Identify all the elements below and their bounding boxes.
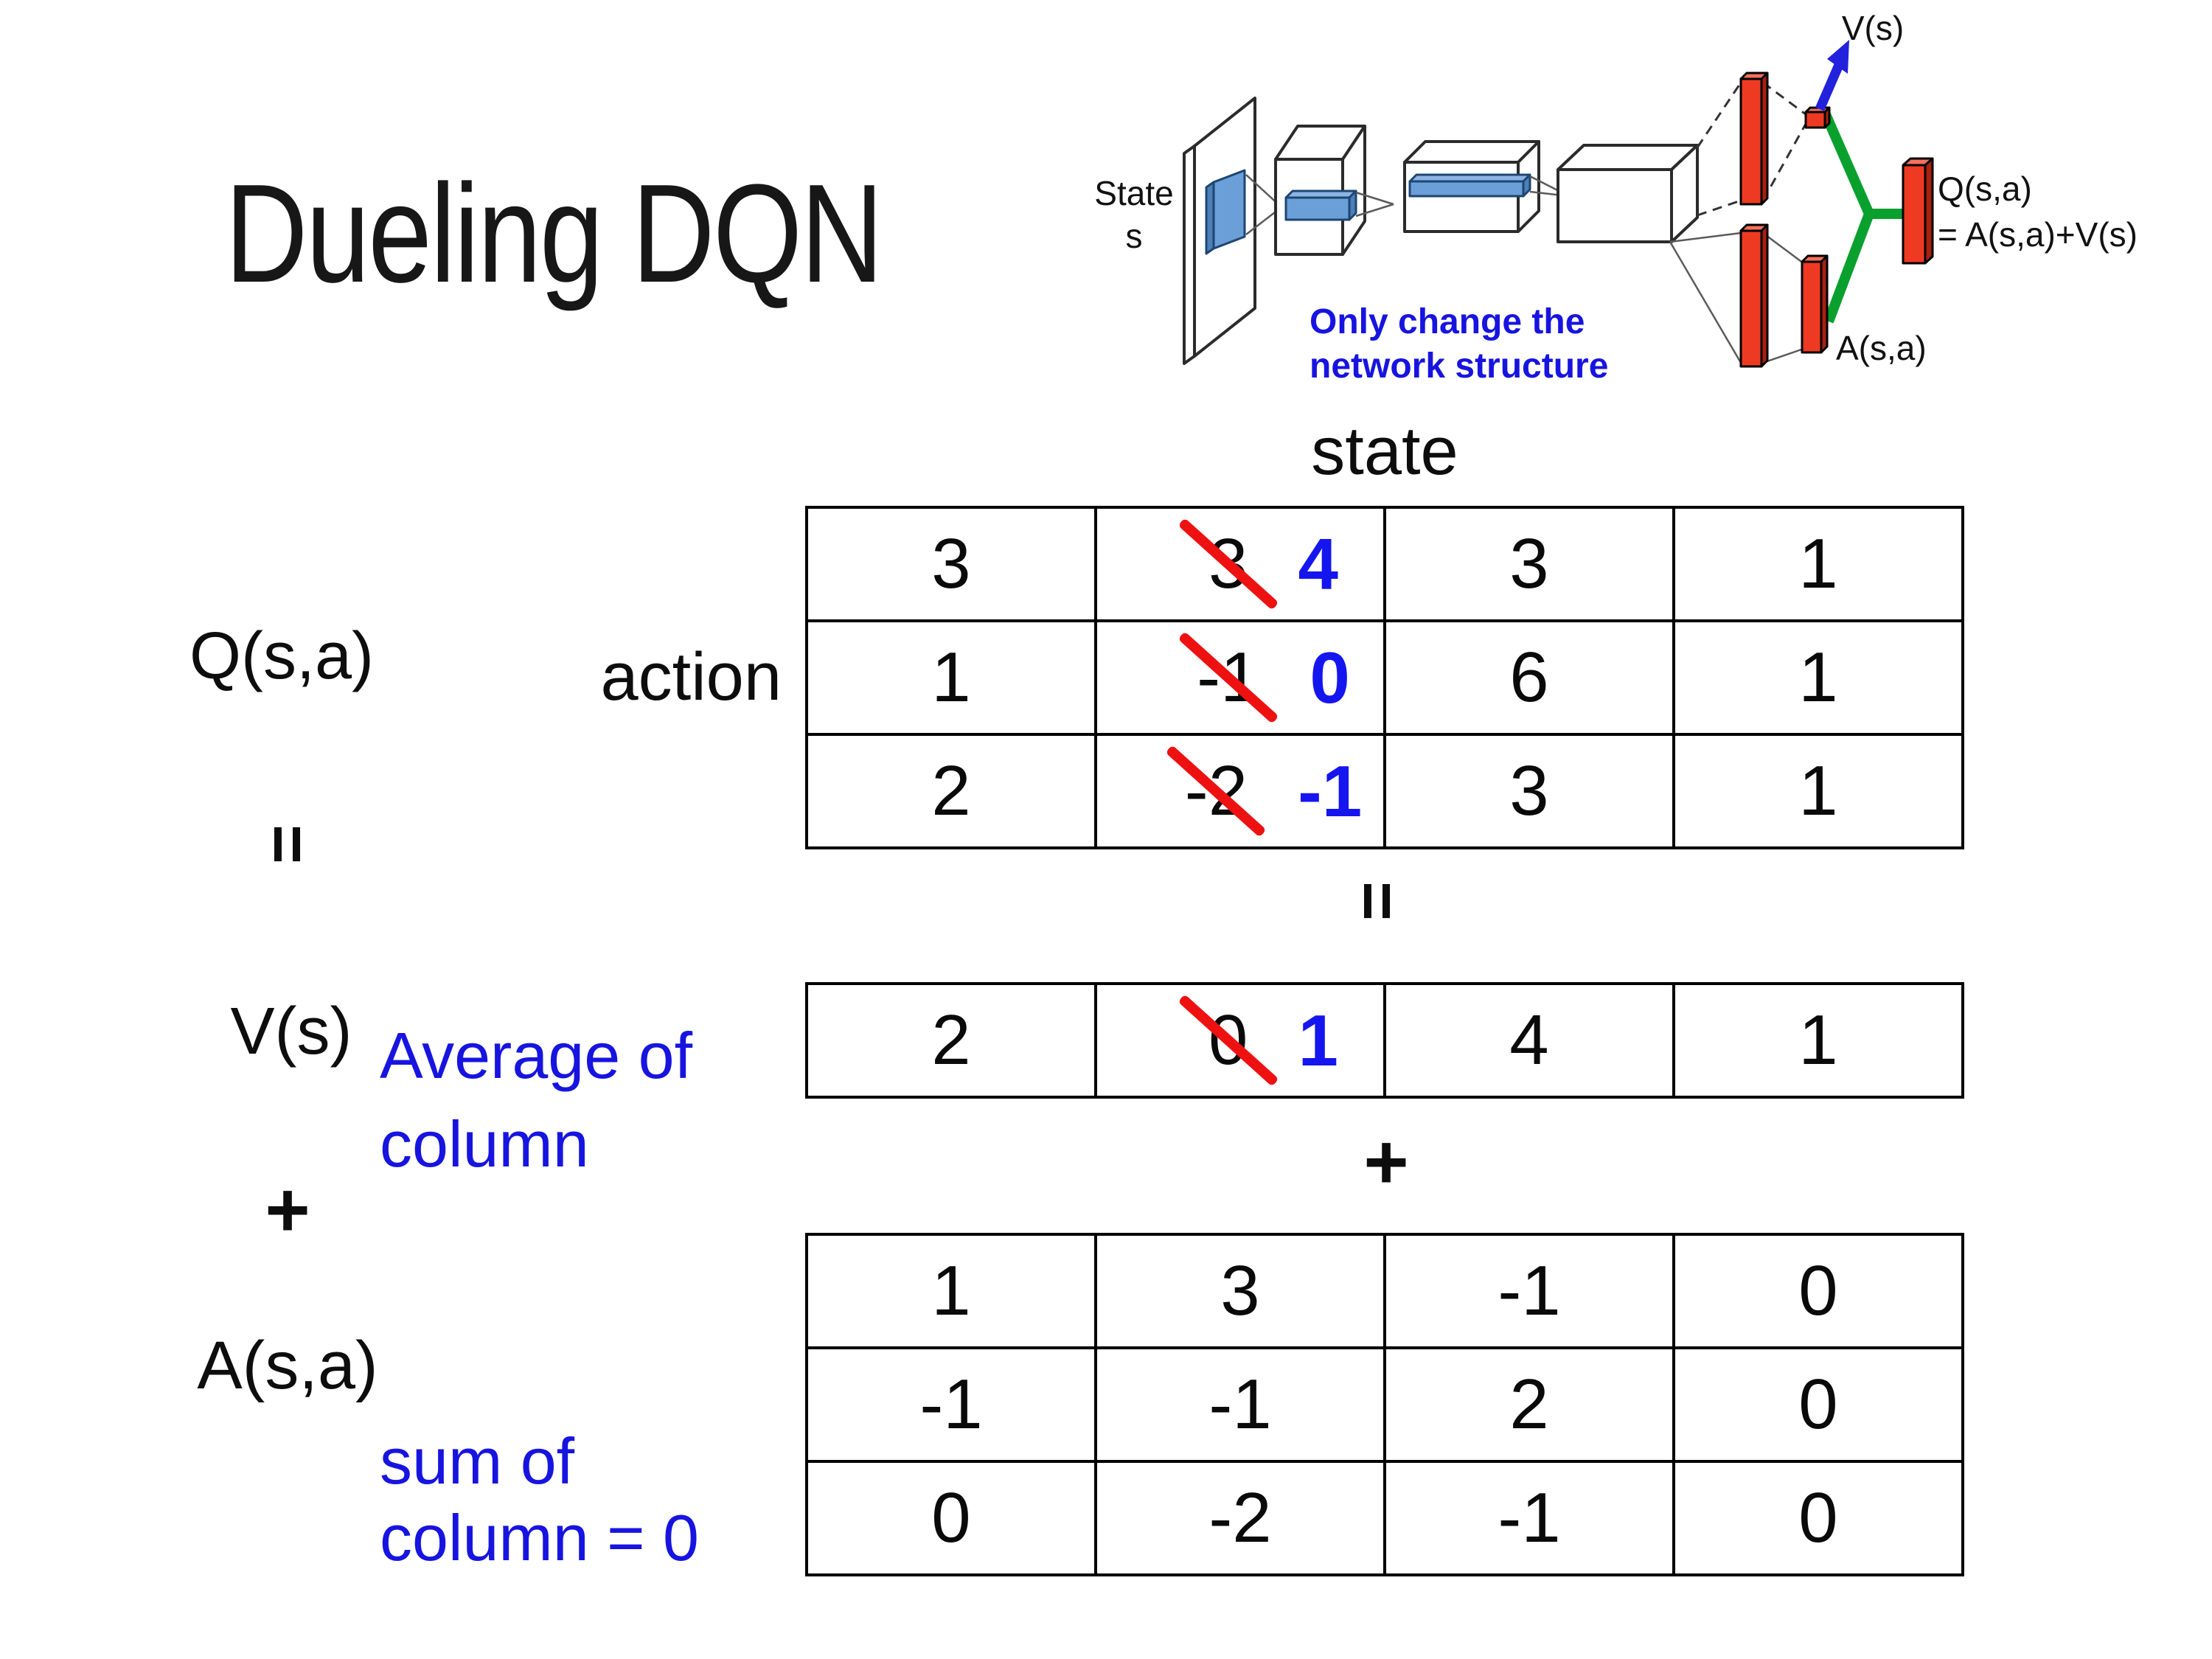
new-value: 4 bbox=[1298, 523, 1338, 605]
fc-bar-value-stream bbox=[1739, 72, 1769, 206]
table-cell: 1 bbox=[1672, 982, 1964, 1099]
table-cell: -1 bbox=[1094, 1346, 1386, 1463]
table-cell: 3 bbox=[1383, 506, 1675, 622]
value-node bbox=[1804, 106, 1831, 129]
red-strikethrough-icon bbox=[1178, 994, 1279, 1087]
table-cell: 1 bbox=[1672, 506, 1964, 622]
table-row: 20141 bbox=[805, 982, 1964, 1099]
plus-sign-left: + bbox=[265, 1166, 310, 1253]
table-cell: 1 bbox=[805, 1233, 1097, 1349]
table-cell: -1 0 bbox=[1094, 619, 1386, 736]
combine-connector bbox=[1820, 112, 1907, 324]
new-value: -1 bbox=[1298, 750, 1363, 832]
table-cell: 3 bbox=[805, 506, 1097, 622]
table-cell: -1 bbox=[1383, 1233, 1675, 1349]
table-cell: 34 bbox=[1094, 506, 1386, 622]
equals-sign-left: = bbox=[249, 824, 325, 864]
table-cell: 1 bbox=[1672, 619, 1964, 736]
table-cell: 4 bbox=[1383, 982, 1675, 1099]
q-function-label: Q(s,a) bbox=[189, 619, 374, 693]
average-of-column-note: Average of column bbox=[380, 1019, 693, 1180]
conv-box-3 bbox=[1557, 144, 1699, 243]
network-architecture-diagram: State s V(s) Q(s,a) = A(s,a)+V(s) A(s,a)… bbox=[1094, 9, 2138, 386]
table-cell: 0 bbox=[1672, 1233, 1964, 1349]
sum-of-column-note: sum of column = 0 bbox=[380, 1425, 699, 1574]
table-cell: -1 bbox=[1383, 1460, 1675, 1576]
corrected-cell: 01 bbox=[1130, 994, 1416, 1087]
advantage-bar bbox=[1801, 254, 1829, 354]
fc-bar-advantage-stream bbox=[1739, 223, 1769, 368]
plus-sign-middle: + bbox=[1363, 1119, 1409, 1206]
crossed-out-value: -2 bbox=[1165, 745, 1267, 838]
table-cell: -2 -1 bbox=[1094, 733, 1386, 849]
table-cell: 0 bbox=[805, 1460, 1097, 1576]
table-cell: 2 bbox=[805, 982, 1097, 1099]
v-output-label: V(s) bbox=[1842, 9, 1904, 47]
state-input-label: State bbox=[1094, 174, 1173, 212]
table-cell: 1 bbox=[1672, 733, 1964, 849]
corrected-cell: -1 0 bbox=[1130, 631, 1416, 724]
table-cell: 3 bbox=[1094, 1233, 1386, 1349]
value-output-arrow-icon bbox=[1815, 40, 1849, 111]
corrected-cell: 34 bbox=[1130, 518, 1416, 611]
a-function-label: A(s,a) bbox=[197, 1328, 378, 1403]
q-output-label-line2: = A(s,a)+V(s) bbox=[1938, 215, 2138, 254]
feature-map-2 bbox=[1284, 189, 1357, 221]
table-cell: 01 bbox=[1094, 982, 1386, 1099]
table-cell: 0 bbox=[1672, 1460, 1964, 1576]
table-cell: 2 bbox=[1383, 1346, 1675, 1463]
table-cell: -1 bbox=[805, 1346, 1097, 1463]
state-axis-label: state bbox=[1311, 414, 1458, 489]
crossed-out-value: 0 bbox=[1178, 994, 1279, 1087]
v-function-label: V(s) bbox=[230, 995, 352, 1068]
state-input-label-s: s bbox=[1126, 217, 1143, 255]
red-strikethrough-icon bbox=[1165, 745, 1267, 838]
feature-map-3 bbox=[1408, 173, 1531, 198]
q-output-label-line1: Q(s,a) bbox=[1938, 170, 2032, 208]
page-title: Dueling DQN bbox=[225, 156, 883, 312]
diagram-note-line1: Only change the bbox=[1310, 302, 1585, 341]
table-cell: 2 bbox=[805, 733, 1097, 849]
equals-sign-middle: = bbox=[1339, 881, 1415, 921]
table-cell: 1 bbox=[805, 619, 1097, 736]
red-strikethrough-icon bbox=[1178, 631, 1279, 724]
new-value: 1 bbox=[1298, 999, 1338, 1081]
table-row: 2 -2 -131 bbox=[805, 733, 1964, 849]
output-q-bar bbox=[1902, 157, 1934, 265]
feature-map-1 bbox=[1205, 169, 1246, 255]
table-cell: 0 bbox=[1672, 1346, 1964, 1463]
red-strikethrough-icon bbox=[1178, 518, 1279, 611]
a-output-label: A(s,a) bbox=[1836, 329, 1927, 367]
diagram-note-line2: network structure bbox=[1310, 347, 1608, 386]
new-value: 0 bbox=[1310, 636, 1350, 718]
table-cell: 3 bbox=[1383, 733, 1675, 849]
crossed-out-value: 3 bbox=[1178, 518, 1279, 611]
crossed-out-value: -1 bbox=[1178, 631, 1279, 724]
v-values-table: 20141 bbox=[805, 982, 1964, 1099]
action-axis-label: action bbox=[600, 639, 782, 714]
table-row: 33431 bbox=[805, 506, 1964, 622]
table-cell: 6 bbox=[1383, 619, 1675, 736]
corrected-cell: -2 -1 bbox=[1130, 745, 1416, 838]
table-cell: -2 bbox=[1094, 1460, 1386, 1576]
